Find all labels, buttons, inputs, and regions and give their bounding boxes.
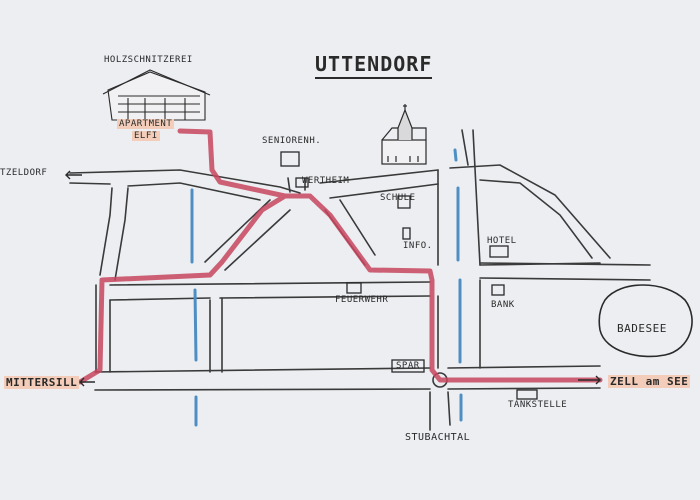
label-seniorenheim: SENIORENH. [262, 136, 322, 146]
label-holzschnitzerei: HOLZSCHNITZEREI [104, 55, 193, 65]
highlighted-route [77, 128, 603, 385]
middle-road-west [109, 297, 211, 301]
hotel-building [489, 245, 509, 258]
label-tankstelle: TANKSTELLE [508, 400, 568, 410]
feuerwehr-building [346, 282, 362, 294]
arrow-west-bottom [79, 377, 95, 387]
church-icon [381, 104, 427, 165]
schule-building [397, 195, 411, 209]
spar-building [391, 359, 425, 373]
arrow-east [578, 375, 601, 385]
wertheim-access [287, 177, 306, 193]
mid-east-road [479, 262, 651, 281]
middle-road [109, 281, 431, 299]
label-mittersill: MITTERSILL [4, 376, 80, 389]
badesee-lake [598, 284, 693, 358]
south-road [429, 391, 451, 431]
left-upper-diagonal [99, 187, 129, 281]
bank-building [491, 284, 505, 296]
main-road-top-edge [94, 365, 601, 373]
tankstelle-building [516, 389, 538, 400]
hotel-road [479, 262, 601, 266]
arrow-west-top [65, 170, 82, 180]
info-building [402, 227, 411, 240]
west-top-road-lower [127, 182, 261, 201]
wertheim-building [295, 177, 309, 188]
main-road-bottom-edge [94, 387, 601, 391]
label-badesee: BADESEE [617, 322, 667, 335]
apartment-house-icon [102, 69, 211, 121]
label-feuerwehr: FEUERWEHR [335, 295, 389, 305]
rivers [190, 148, 463, 427]
label-west-top: TZELDORF [0, 168, 48, 178]
left-vertical-road [95, 284, 111, 373]
east-top-road-lower [329, 179, 593, 259]
label-schule: SCHULE [380, 193, 416, 203]
diagonal-road-east [324, 199, 376, 266]
center-vertical [209, 297, 223, 373]
label-hotel: HOTEL [487, 236, 517, 246]
diagonal-road [204, 199, 291, 271]
label-spar: SPAR [396, 361, 420, 371]
label-zell-am-see: ZELL am SEE [608, 375, 691, 388]
label-bank: BANK [491, 300, 515, 310]
label-info: INFO. [403, 241, 433, 251]
map-title: UTTENDORF [315, 52, 433, 79]
east-vertical-road-2 [461, 129, 481, 369]
label-apartment-line1: APARTMENT [117, 119, 175, 129]
east-top-road-upper [319, 164, 611, 259]
label-stubachtal: STUBACHTAL [405, 432, 471, 443]
buildings [280, 151, 538, 400]
label-wertheim: WERTHEIM [302, 176, 350, 186]
arrows [65, 170, 601, 387]
label-apartment-line2: ELFI [132, 131, 160, 141]
road-network [69, 129, 651, 431]
seniorenheim-building [280, 151, 300, 167]
